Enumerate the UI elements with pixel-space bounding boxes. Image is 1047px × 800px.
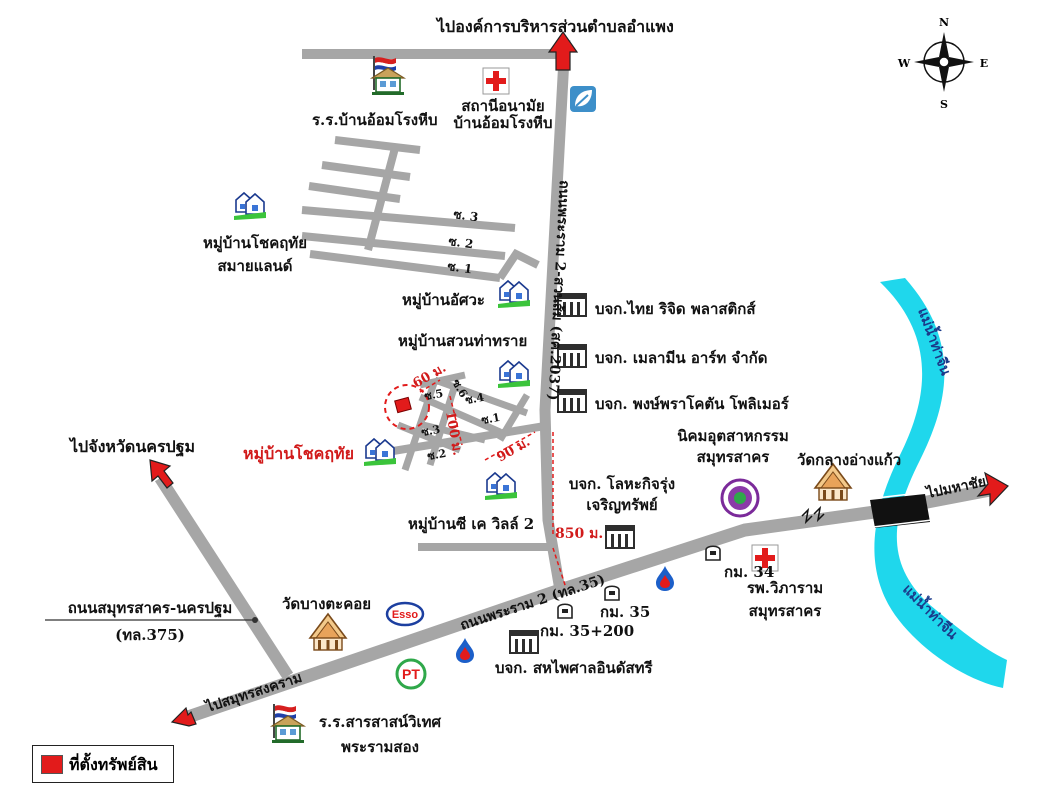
label-village-chokchai-2: สมายแลนด์ [217,256,293,275]
flag-school-icon [271,703,305,744]
village-houses-icon [363,438,397,467]
label-company-sahapat: บจก. สหไพศาลอินดัสทรี [495,659,653,677]
village-houses-icon [497,280,531,309]
legend: ที่ตั้งทรัพย์สิน [32,745,174,783]
label-inner-soi-5: ซ.5 [423,387,444,403]
label-village-ck-ville: หมู่บ้านซี เค วิลล์ 2 [408,515,535,533]
label-village-chokchai-smileland: หมู่บ้านโชคฤทัย สมายแลนด์ [195,235,315,274]
river-tha-chin [874,278,1007,688]
label-village-atsawa: หมู่บ้านอัศวะ [402,291,485,309]
legend-label: ที่ตั้งทรัพย์สิน [69,755,158,774]
label-inner-soi-2: ซ.2 [426,447,447,463]
label-health-center: สถานีอนามัย บ้านอ้อมโรงหีบ [448,98,558,131]
label-industrial-estate-2: สมุทรสาคร [696,447,770,466]
label-km35-200: กม. 35+200 [540,622,635,640]
label-temple-klang-ang-kaew: วัดกลางอ่างแก้ว [797,451,902,469]
label-company-lohakit: บจก. โลหะกิจรุ่ง เจริญทรัพย์ [562,476,682,513]
label-company-pongpra: บจก. พงษ์พราโคตัน โพลิเมอร์ [595,395,789,413]
factory-icon [605,525,635,549]
arrow-samutsongkhram-icon [170,706,197,727]
label-hospital: รพ.วิภาราม สมุทรสาคร [730,580,840,619]
label-company-lohakit-1: บจก. โลหะกิจรุ่ง [568,475,676,493]
compass-north: N [939,16,949,29]
distance-lines [419,379,567,589]
temple-icon [814,463,852,501]
km-post-icon [604,585,620,601]
compass-east: E [980,57,988,70]
label-industrial-estate-1: นิคมอุตสาหกรรม [677,427,789,445]
esso-logo-icon: Esso [385,601,425,627]
label-school-ban-om: ร.ร.บ้านอ้อมโรงหีบ [312,111,438,129]
label-industrial-estate: นิคมอุตสาหกรรม สมุทรสาคร [668,428,798,465]
label-company-lohakit-2: เจริญทรัพย์ [586,495,658,514]
label-hospital-1: รพ.วิภาราม [746,579,824,597]
road-break [801,505,825,525]
hospital-cross-icon [482,67,510,95]
industrial-estate-seal-icon [720,478,760,518]
village-houses-icon [497,360,531,389]
label-to-nakhon-pathom: ไปจังหวัดนครปฐม [70,437,196,456]
km-post-icon [557,603,573,619]
temple-icon [309,613,347,651]
label-soi-1: ซ. 1 [447,259,474,276]
factory-icon [557,389,587,413]
label-dist-850: 850 ม. [555,526,604,542]
arrow-up-icon [547,30,579,71]
label-health-center-2: บ้านอ้อมโรงหีบ [453,113,553,132]
property-marker-icon [384,384,430,430]
leaf-logo-icon [570,86,596,112]
direction-arrows [149,30,1009,727]
junction-dot [252,617,258,623]
km-post-icon [705,545,721,561]
label-village-chokchai-1: หมู่บ้านโชคฤทัย [202,234,307,252]
arrow-nakhonpathom-icon [149,459,174,489]
compass-south: S [940,98,948,111]
label-school-saratsat-1: ร.ร.สารสาสน์วิเทศ [318,713,442,731]
flag-school-icon [371,55,405,96]
suan-som-road [539,39,571,591]
label-temple-bang-ta-khoi: วัดบางตะคอย [282,595,372,613]
label-inner-soi-3: ซ.3 [420,423,441,439]
village-houses-icon [233,192,267,221]
label-road-sk-np-1: ถนนสมุทรสาคร-นครปฐม [67,599,233,617]
compass-west: W [897,57,911,70]
label-km34: กม. 34 [724,563,775,581]
label-village-suan-tha-sai: หมู่บ้านสวนท่าทราย [398,332,528,350]
bridge [867,491,933,528]
label-village-chokchai-target: หมู่บ้านโชคฤทัย [243,444,354,463]
label-soi-2: ซ. 2 [448,234,475,251]
label-school-saratsat-2: พระรามสอง [341,737,419,756]
legend-property-marker-icon [41,755,63,774]
label-company-thai-rigid: บจก.ไทย ริจิด พลาสติกส์ [595,300,756,318]
label-soi-3: ซ. 3 [453,207,480,224]
road-samutsakhon-nakhonpathom [154,474,294,680]
label-km35: กม. 35 [600,603,651,621]
esso-logo-text: Esso [392,609,419,621]
arrow-mahachai-icon [976,471,1009,507]
village-houses-icon [484,472,518,501]
factory-icon [509,630,539,654]
label-inner-soi-4: ซ.4 [464,391,485,407]
label-inner-soi-1: ซ.1 [480,411,501,427]
label-school-saratsat: ร.ร.สารสาสน์วิเทศ พระรามสอง [310,714,450,755]
svg-text:PT: PT [402,666,420,682]
compass-icon: N S E W [897,16,988,111]
ptt-drop-icon [456,638,474,663]
label-hospital-2: สมุทรสาคร [748,601,822,620]
label-to-oam-phaeng: ไปองค์การบริหารส่วนตำบลอำแพง [437,17,674,36]
label-health-center-1: สถานีอนามัย [461,97,545,115]
label-road-sk-np: ถนนสมุทรสาคร-นครปฐม (ทล.375) [45,600,255,643]
ptt-drop-icon [656,566,674,591]
label-road-sk-np-2: (ทล.375) [115,625,185,644]
label-company-melamine: บจก. เมลามีน อาร์ท จำกัด [595,349,768,367]
pt-logo-icon: PT [395,658,427,690]
